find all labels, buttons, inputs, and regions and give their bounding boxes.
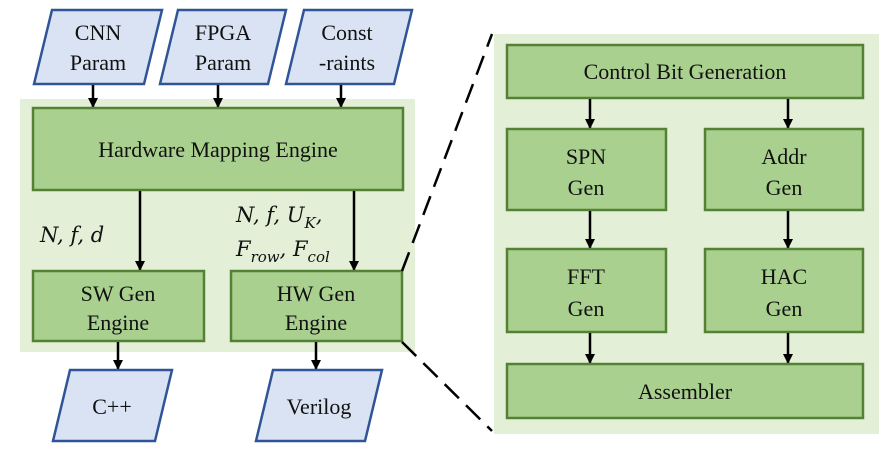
sw-gen-label-line2: Engine — [87, 310, 149, 335]
addr-gen-label-line2: Gen — [766, 175, 803, 200]
hw-gen-label-line2: Engine — [285, 310, 347, 335]
spn-gen-label-line2: Gen — [568, 175, 605, 200]
sw-gen-engine-block: SW Gen Engine — [31, 269, 206, 343]
hardware-mapping-engine-label: Hardware Mapping Engine — [98, 137, 337, 162]
input-cnn-param: CNN Param — [32, 8, 164, 86]
input-constraints-label-line1: Const — [321, 20, 372, 45]
input-fpga-label-line2: Param — [195, 50, 251, 75]
fft-gen-label-line2: Gen — [568, 296, 605, 321]
zoom-line-top — [400, 33, 494, 272]
addr-gen-label-line1: Addr — [761, 144, 807, 169]
assembler-label: Assembler — [638, 379, 733, 404]
input-fpga-param: FPGA Param — [158, 8, 288, 86]
control-bit-generation-label: Control Bit Generation — [584, 59, 787, 84]
addr-gen-block: Addr Gen — [703, 127, 865, 212]
output-verilog: Verilog — [254, 368, 384, 443]
input-constraints-label-line2: -raints — [319, 50, 375, 75]
hw-gen-label-line1: HW Gen — [277, 281, 355, 306]
sw-edge-parameters: N, f, d — [39, 223, 104, 247]
hac-gen-label-line1: HAC — [761, 264, 807, 289]
hac-gen-block: HAC Gen — [703, 247, 865, 334]
fft-gen-label-line1: FFT — [567, 264, 605, 289]
control-bit-generation-block: Control Bit Generation — [505, 43, 865, 100]
fft-gen-block: FFT Gen — [505, 247, 668, 334]
input-constraints: Const -raints — [284, 8, 414, 86]
hw-edge-parameters-line2: Frow, Fcol — [235, 237, 330, 266]
output-cpp: C++ — [51, 368, 174, 443]
spn-gen-block: SPN Gen — [505, 127, 668, 212]
hac-gen-label-line2: Gen — [766, 296, 803, 321]
hardware-mapping-engine-block: Hardware Mapping Engine — [31, 106, 405, 192]
spn-gen-label-line1: SPN — [566, 144, 606, 169]
hw-edge-parameters-line1: N, f, UK, — [235, 203, 322, 232]
assembler-block: Assembler — [505, 362, 865, 420]
input-fpga-label-line1: FPGA — [195, 20, 251, 45]
input-cnn-label-line2: Param — [70, 50, 126, 75]
input-cnn-label-line1: CNN — [75, 20, 122, 45]
output-cpp-label: C++ — [92, 394, 132, 419]
zoom-line-bottom — [401, 341, 493, 432]
hw-gen-engine-block: HW Gen Engine — [229, 269, 404, 343]
sw-gen-label-line1: SW Gen — [81, 281, 156, 306]
output-verilog-label: Verilog — [287, 394, 352, 419]
